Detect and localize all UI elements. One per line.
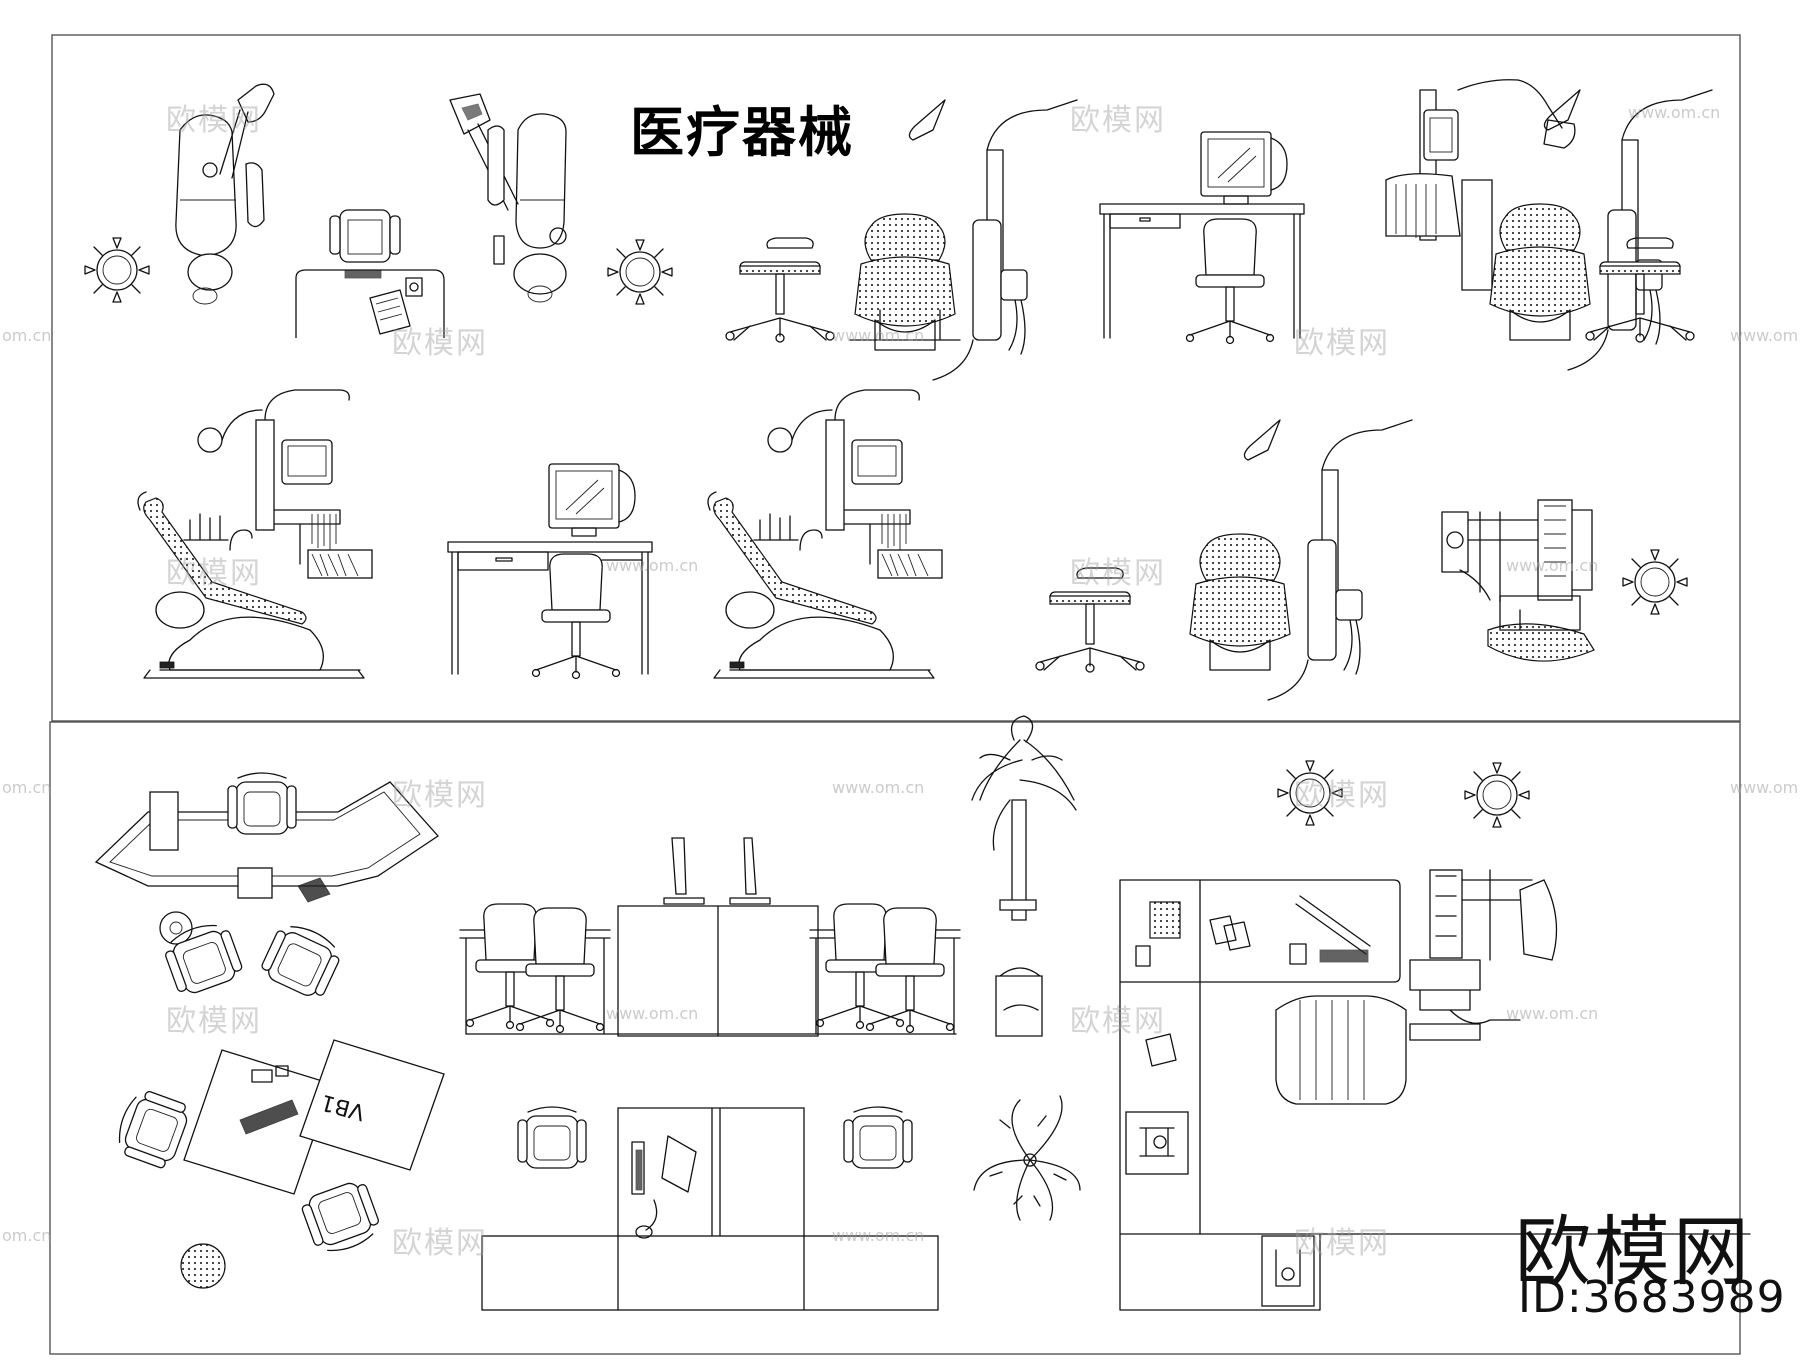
watermark-url-9: www.om.cn [1506, 1004, 1599, 1023]
watermark-url-12: om.cn [2, 778, 52, 797]
potted-plant-side [971, 715, 1077, 1037]
watermark-brand-12: 欧模网 [1294, 1226, 1390, 1261]
watermark-brand-7: 欧模网 [392, 778, 488, 813]
watermark-brand-9: 欧模网 [166, 1004, 262, 1039]
watermark-url-1: www.om.cn [1628, 103, 1721, 122]
watermark-url-7: www.om.cn [1730, 778, 1800, 797]
watermark-url-5: www.om.cn [1506, 556, 1599, 575]
watermark-brand-4: 欧模网 [1294, 326, 1390, 361]
dental-chair-plan-1 [84, 83, 275, 305]
dental-chair-plan-2 [449, 93, 567, 303]
watermark-brand-8: 欧模网 [1294, 778, 1390, 813]
watermark-brand-5: 欧模网 [166, 556, 262, 591]
top-panel-frame [51, 34, 1741, 722]
dental-unit-plan-3 [1441, 499, 1595, 662]
footer-id: ID:3683989 [1518, 1272, 1786, 1323]
round-stool-2 [1622, 549, 1688, 615]
round-table [180, 1243, 226, 1289]
round-stool-4 [1464, 762, 1530, 828]
watermark-brand-1: 欧模网 [166, 103, 262, 138]
watermark-url-13: om.cn [2, 1226, 52, 1245]
bottom-panel-frame [49, 721, 1741, 1355]
watermark-url-4: www.om.cn [606, 556, 699, 575]
potted-plant-plan [973, 1095, 1081, 1221]
watermark-brand-2: 欧模网 [1070, 103, 1166, 138]
footer-brand: 欧模网 [1515, 1207, 1752, 1296]
dental-unit-front-1 [725, 99, 1078, 381]
watermark-brand-11: 欧模网 [392, 1226, 488, 1261]
double-workstation-front [459, 837, 961, 1037]
watermark-url-10: www.om.cn [832, 1226, 925, 1245]
clinic-room-plan [1119, 879, 1751, 1311]
reception-desk-plan-2 [94, 772, 439, 1003]
computer-desk-front-2 [447, 463, 653, 680]
double-workstation-plan [481, 1106, 939, 1311]
watermark-brand-6: 欧模网 [1070, 556, 1166, 591]
reception-desk-plan-1 [295, 209, 445, 338]
watermark-brand-3: 欧模网 [392, 326, 488, 361]
dental-unit-front-2 [1385, 79, 1713, 371]
watermark-url-2: www.om.cn [832, 326, 925, 345]
computer-desk-front-1 [1099, 131, 1305, 345]
dental-chair-side-2 [707, 389, 943, 679]
round-stool-1 [607, 239, 673, 305]
drawing-title: 医疗器械 [630, 101, 854, 164]
watermark-url-6: www.om.cn [832, 778, 925, 797]
dental-unit-plan-4 [1409, 869, 1558, 1041]
watermark-url-11: om.cn [2, 326, 52, 345]
dental-chair-side-1 [137, 389, 373, 679]
watermark-url-8: www.om.cn [606, 1004, 699, 1023]
watermark-url-3: www.om.cn [1730, 326, 1800, 345]
watermark-brand-10: 欧模网 [1070, 1004, 1166, 1039]
office-desks-plan: VB1 [110, 1039, 445, 1289]
